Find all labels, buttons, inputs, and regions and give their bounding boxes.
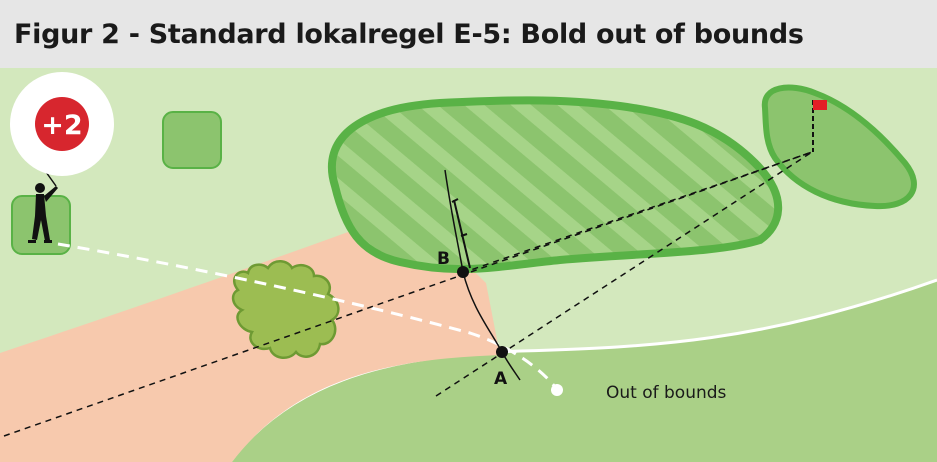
label-b: B <box>437 249 450 269</box>
ball-out-of-bounds <box>551 384 563 396</box>
club-length-mark <box>453 199 471 269</box>
title-bar: Figur 2 - Standard lokalregel E-5: Bold … <box>0 0 937 68</box>
reference-line-3 <box>461 151 813 274</box>
out-of-bounds-label: Out of bounds <box>606 383 727 403</box>
point-b <box>457 266 469 278</box>
label-a: A <box>494 369 508 389</box>
out-of-bounds-area <box>230 280 937 462</box>
ball-flight-line <box>57 242 558 389</box>
relief-arc <box>444 169 521 381</box>
tee-box-upper <box>162 111 222 169</box>
penalty-badge: +2 <box>10 72 114 176</box>
putting-green <box>761 84 917 210</box>
flag-icon <box>813 100 827 110</box>
figure-title: Figur 2 - Standard lokalregel E-5: Bold … <box>14 18 804 50</box>
club-tick-mid <box>460 233 468 237</box>
club-tick-top <box>451 198 459 203</box>
penalty-text: +2 <box>41 110 82 141</box>
course-diagram: B A Out of bounds +2 <box>0 68 937 462</box>
penalty-area <box>327 96 783 274</box>
bush <box>231 260 340 360</box>
golfer-icon <box>28 171 58 243</box>
point-a <box>496 346 508 358</box>
reference-line-2 <box>435 151 813 397</box>
